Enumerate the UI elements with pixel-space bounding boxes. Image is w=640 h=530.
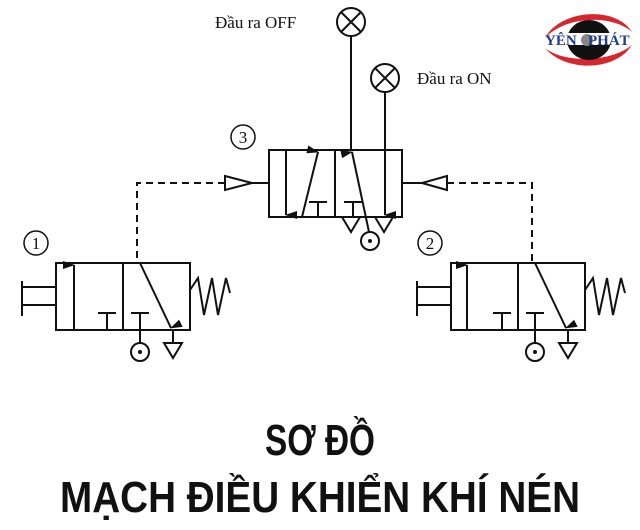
logo-text-right: PHÁT (588, 32, 630, 49)
valve-3-number: 3 (239, 128, 248, 147)
pilot-line-right (447, 182, 533, 263)
title-line-2: MẠCH ĐIỀU KHIỂN KHÍ NÉN (60, 471, 580, 522)
valve-2: 2 (416, 230, 626, 362)
output-off-label: Đầu ra OFF (215, 13, 296, 32)
yen-phat-logo: YÊN PHÁT (545, 14, 632, 66)
pushbutton-icon (416, 281, 451, 316)
logo-text-left: YÊN (545, 32, 577, 49)
title-line-1: SƠ ĐỒ (265, 415, 375, 465)
output-off-lamp (336, 7, 366, 37)
spring-icon (584, 275, 626, 316)
valve-1: 1 (21, 230, 231, 362)
output-on-label: Đầu ra ON (417, 69, 492, 88)
pilot-line-left (136, 182, 225, 263)
valve-2-number: 2 (426, 234, 435, 253)
spring-icon (189, 275, 231, 316)
valve-1-number: 1 (32, 234, 41, 253)
output-on-lamp (370, 63, 400, 93)
valve-3: 3 (224, 124, 448, 251)
pushbutton-icon (21, 281, 56, 316)
